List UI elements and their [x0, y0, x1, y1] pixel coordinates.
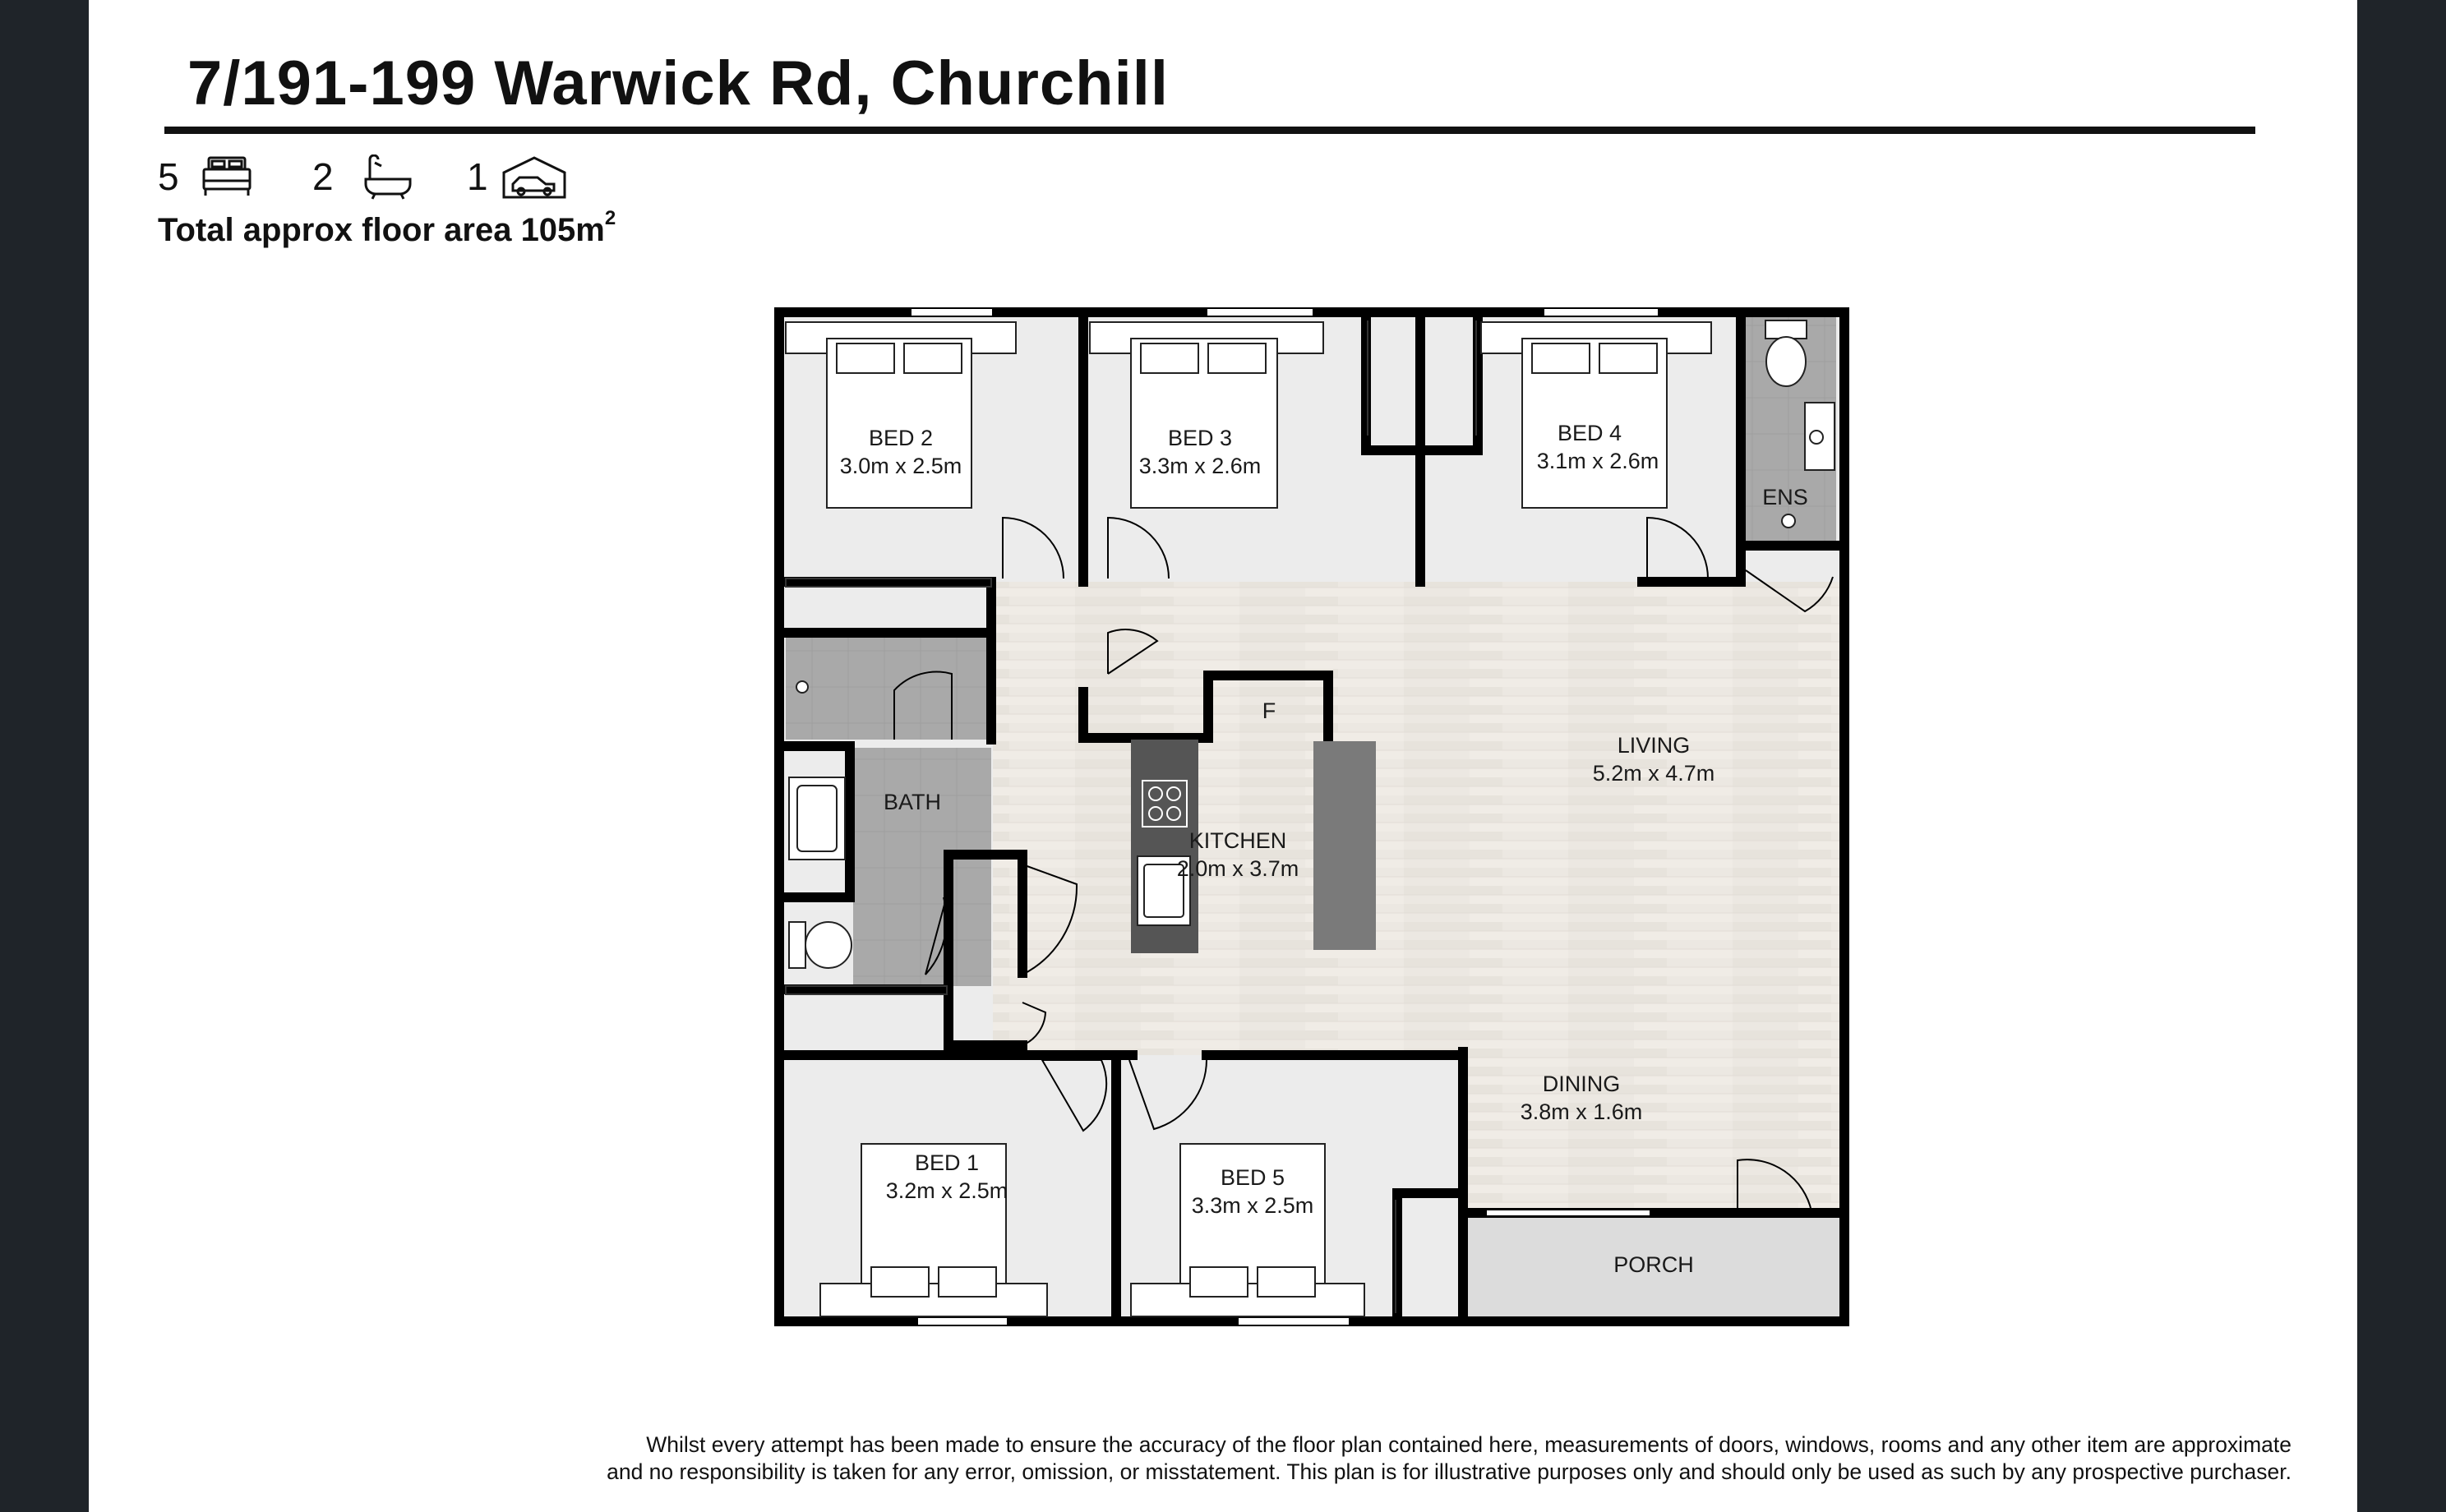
bed5-label: BED 5 [1221, 1165, 1285, 1190]
bath-label: BATH [884, 790, 941, 814]
living-label: LIVING [1618, 733, 1691, 758]
wardrobes [785, 320, 1477, 1313]
windows [910, 307, 1659, 1326]
car-space-count: 1 [467, 155, 488, 198]
porch-floor [1466, 1218, 1839, 1320]
living-floor [993, 582, 1839, 1055]
beds [785, 321, 1712, 1317]
bath-tiles [853, 748, 991, 986]
bed1-label: BED 1 [915, 1150, 979, 1175]
walls [774, 307, 1849, 1326]
bathroom-count: 2 [312, 155, 334, 198]
bed3-size: 3.3m x 2.6m [1139, 454, 1262, 478]
garage-car-icon [502, 156, 566, 199]
kitchen-label: KITCHEN [1189, 828, 1287, 853]
dining-floor [1461, 1052, 1839, 1213]
door-swings [893, 516, 1834, 1212]
kitchen-island [1313, 741, 1376, 950]
living-size: 5.2m x 4.7m [1593, 761, 1715, 786]
porch-label: PORCH [1613, 1252, 1694, 1277]
kitchen-sink [1137, 855, 1191, 926]
bedroom-count: 5 [158, 155, 179, 198]
property-address: 7/191-199 Warwick Rd, Churchill [187, 48, 1169, 118]
disclaimer-line-1: Whilst every attempt has been made to en… [646, 1432, 2291, 1457]
bath-tiles-top [786, 638, 990, 740]
disclaimer-line-2: and no responsibility is taken for any e… [607, 1459, 2291, 1484]
bed5-size: 3.3m x 2.5m [1192, 1193, 1314, 1218]
floor-area: Total approx floor area 105m2 [158, 207, 616, 248]
floor-plan: BED 2 3.0m x 2.5m BED 3 3.3m x 2.6m BED … [774, 307, 1849, 1326]
title-divider [164, 127, 2255, 134]
bed2-label: BED 2 [869, 426, 933, 450]
ensuite-fixtures [1765, 320, 1835, 528]
fridge-label: F [1262, 698, 1276, 723]
bed3-label: BED 3 [1168, 426, 1232, 450]
kitchen-size: 2.0m x 3.7m [1177, 856, 1299, 881]
dining-label: DINING [1543, 1072, 1621, 1096]
cooktop [1142, 780, 1188, 827]
bed-icon [202, 156, 252, 196]
bed4-size: 3.1m x 2.6m [1537, 449, 1659, 473]
bed2-size: 3.0m x 2.5m [840, 454, 962, 478]
bathtub-icon [364, 154, 412, 200]
floorplan-sheet: 7/191-199 Warwick Rd, Churchill 5 2 1 [89, 0, 2357, 1512]
bed4-label: BED 4 [1558, 421, 1622, 445]
bath-fixtures [788, 680, 852, 969]
disclaimer: Whilst every attempt has been made to en… [155, 1431, 2291, 1486]
bed1-size: 3.2m x 2.5m [886, 1178, 1008, 1203]
ensuite-label: ENS [1762, 485, 1808, 509]
dining-size: 3.8m x 1.6m [1521, 1099, 1643, 1124]
